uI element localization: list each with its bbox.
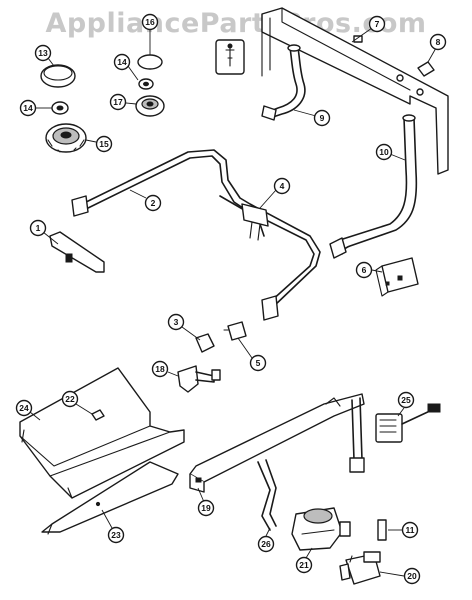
burner-ring-small-2 [138,78,154,90]
callout-26: 26 [257,535,275,553]
oven-burner-tube [329,114,418,259]
callout-15: 15 [95,135,113,153]
callout-1: 1 [29,219,47,237]
callout-9: 9 [313,109,331,127]
svg-text:23: 23 [111,530,121,540]
callout-4: 4 [273,177,291,195]
heat-shield [19,367,185,499]
svg-text:13: 13 [38,48,48,58]
svg-text:8: 8 [436,37,441,47]
burner-head-small [135,95,165,117]
callout-13: 13 [34,44,52,62]
spark-module [375,257,419,297]
svg-text:4: 4 [280,181,285,191]
spark-igniter-card [215,39,245,75]
svg-text:25: 25 [401,395,411,405]
callout-19: 19 [197,499,215,517]
tube-bracket-clip [241,203,269,241]
callout-24: 24 [15,399,33,417]
callout-11: 11 [401,521,419,539]
callout-7: 7 [368,15,386,33]
svg-text:14: 14 [23,103,33,113]
callout-20: 20 [403,567,421,585]
callout-2: 2 [144,194,162,212]
callout-14-left: 14 [19,99,37,117]
shield-screw [91,409,105,421]
svg-text:10: 10 [379,147,389,157]
bake-burner-tube [189,393,365,493]
watermark-text: AppliancePartsPros.com [45,8,426,39]
callout-25: 25 [397,391,415,409]
svg-text:18: 18 [155,364,165,374]
callout-8: 8 [429,33,447,51]
burner-head-large [45,123,87,153]
callout-5: 5 [249,354,267,372]
manifold-bracket [261,7,449,175]
oven-safety-valve [339,551,381,585]
orifice-fitting [195,333,215,353]
svg-text:1: 1 [36,223,41,233]
burner-cap-small [137,54,163,70]
svg-text:6: 6 [362,265,367,275]
gas-supply-tube [261,44,306,121]
callout-16: 16 [141,13,159,31]
gas-tubing-main [71,149,321,321]
callout-22: 22 [61,390,79,408]
svg-text:24: 24 [19,403,29,413]
orifice-spud [223,321,247,341]
svg-text:14: 14 [117,57,127,67]
svg-text:3: 3 [174,317,179,327]
thermostat-bulb [377,519,387,541]
pressure-regulator [291,507,351,551]
callout-10: 10 [375,143,393,161]
orifice-hood [417,61,435,77]
callout-17: 17 [109,93,127,111]
svg-text:20: 20 [407,571,417,581]
svg-text:19: 19 [201,503,211,513]
svg-text:15: 15 [99,139,109,149]
pilot-tubing [257,459,277,531]
svg-text:26: 26 [261,539,271,549]
svg-text:9: 9 [320,113,325,123]
mounting-bracket-left [49,231,105,273]
callout-14-right: 14 [113,53,131,71]
svg-text:22: 22 [65,394,75,404]
svg-text:16: 16 [145,17,155,27]
callouts: 1 2 3 4 5 6 7 8 9 10 11 13 14 [15,13,447,585]
svg-text:17: 17 [113,97,123,107]
callout-3: 3 [167,313,185,331]
oven-igniter [375,403,441,443]
callout-6: 6 [355,261,373,279]
svg-text:11: 11 [406,525,415,535]
callout-21: 21 [295,556,313,574]
broiler-support-bar [41,461,179,535]
burner-ring-small [51,101,69,115]
svg-text:2: 2 [151,198,156,208]
svg-text:7: 7 [375,19,380,29]
svg-text:5: 5 [256,358,261,368]
valve-bracket [177,365,221,393]
callout-23: 23 [107,526,125,544]
callout-18: 18 [151,360,169,378]
svg-text:21: 21 [299,560,309,570]
burner-cap-large [40,64,76,88]
